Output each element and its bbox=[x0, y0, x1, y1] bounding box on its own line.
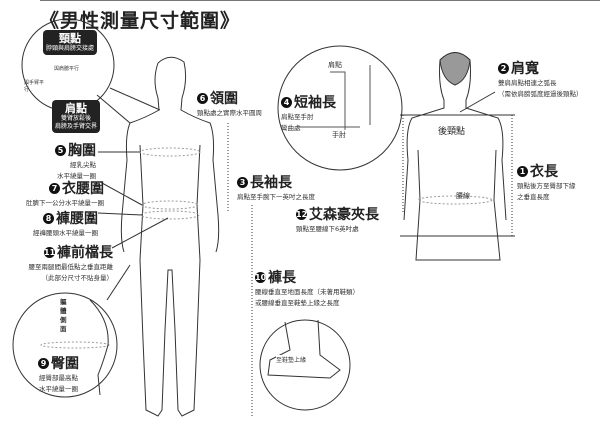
sleeve-shoulder-point-label: 肩點 bbox=[328, 61, 342, 69]
shoulder-point-callout: 肩點雙臂放鬆後肩膀及手臂交界 bbox=[52, 100, 101, 133]
insole-label: 至鞋墊上緣 bbox=[276, 355, 307, 366]
body-side-label: 軀體側面 bbox=[60, 298, 67, 333]
waistline-label: 腰線 bbox=[456, 192, 470, 200]
page-title: 《男性測量尺寸範圍》 bbox=[40, 10, 241, 32]
neck-point-callout: 頸點脖頸與肩膀交接處 bbox=[43, 30, 98, 55]
parallel-shoulder-label: 與肩膀平行 bbox=[54, 66, 80, 72]
back-body-figure bbox=[403, 52, 507, 261]
elbow-label: 手肘 bbox=[332, 131, 346, 139]
short-sleeve-callout-circle bbox=[277, 45, 403, 171]
hip-callout-circle bbox=[12, 292, 118, 398]
pants-callout-circle bbox=[259, 319, 351, 411]
back-neck-point-label: 後頸點 bbox=[438, 127, 466, 137]
parallel-arm-label: 與手臂平行 bbox=[24, 80, 45, 93]
